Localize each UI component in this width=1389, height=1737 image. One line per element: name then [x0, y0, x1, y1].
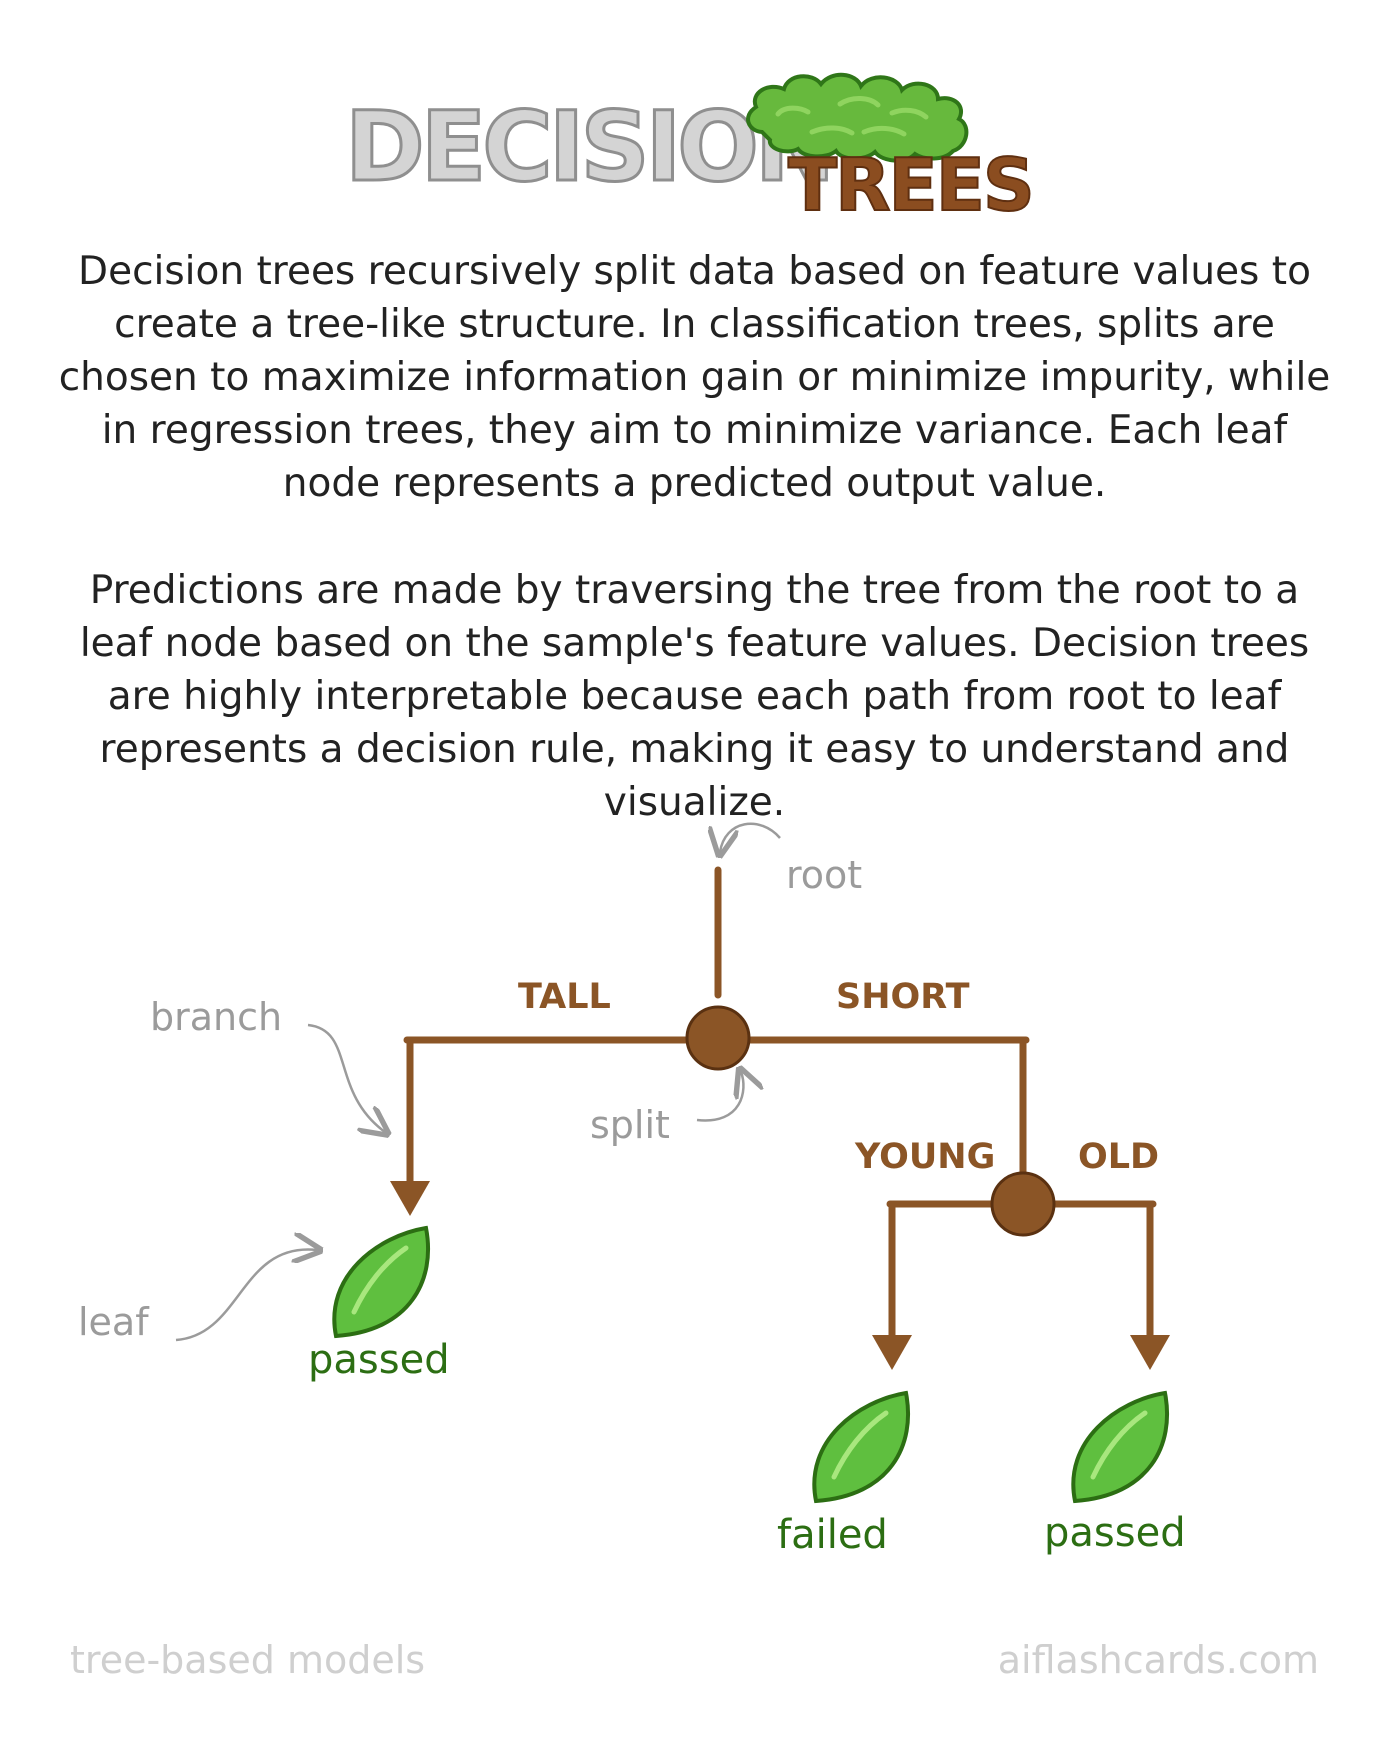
leaf-annotation-arrow	[175, 1250, 317, 1342]
left-branch-arrow	[390, 1181, 430, 1216]
paragraph-2: Predictions are made by traversing the t…	[79, 568, 1310, 825]
paragraph-1: Decision trees recursively split data ba…	[58, 249, 1331, 506]
leaf-icon-middle	[812, 1390, 911, 1504]
root-annotation-arrow	[720, 822, 781, 852]
annotation-leaf: leaf	[78, 1300, 150, 1344]
leaf-icon-right	[1071, 1390, 1170, 1504]
second-split-node	[990, 1171, 1056, 1237]
annotation-split: split	[590, 1103, 670, 1147]
diagram-svg: TALL SHORT YOUNG OLD root branch split l…	[78, 822, 1186, 1558]
old-branch-arrow	[1130, 1335, 1170, 1370]
label-short: SHORT	[836, 977, 970, 1017]
annotation-root: root	[786, 853, 862, 897]
outcome-right: passed	[1044, 1510, 1186, 1556]
title-svg: DECISION TREES	[344, 72, 1036, 228]
title-word-trees: TREES	[788, 143, 1033, 220]
label-old: OLD	[1078, 1137, 1159, 1177]
split-annotation-arrow	[696, 1072, 743, 1122]
young-branch-arrow	[872, 1335, 912, 1370]
branch-annotation-arrow	[307, 1023, 385, 1132]
outcome-left: passed	[308, 1337, 450, 1383]
label-young: YOUNG	[854, 1137, 995, 1177]
tree-canopy-icon	[746, 72, 969, 163]
footer-category: tree-based models	[70, 1638, 426, 1682]
root-split-node	[685, 1005, 751, 1071]
decision-tree-diagram: TALL SHORT YOUNG OLD root branch split l…	[0, 780, 1389, 1600]
description: Decision trees recursively split data ba…	[58, 245, 1331, 829]
footer-website: aiflashcards.com	[997, 1638, 1319, 1682]
leaf-icon-left	[332, 1225, 431, 1339]
label-tall: TALL	[518, 977, 611, 1017]
page-title: DECISION TREES	[0, 50, 1389, 228]
annotation-branch: branch	[150, 995, 282, 1039]
outcome-middle: failed	[777, 1512, 888, 1558]
